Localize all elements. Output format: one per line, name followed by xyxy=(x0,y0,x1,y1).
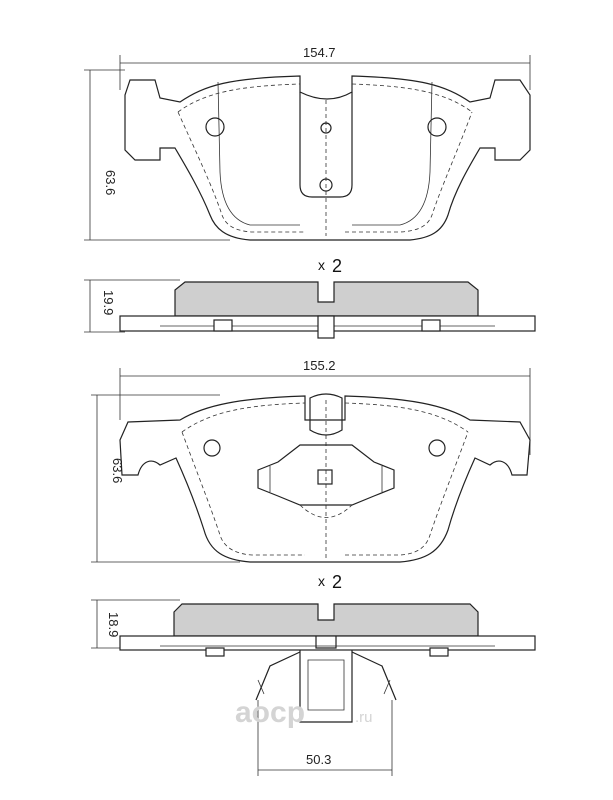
watermark-suffix: .ru xyxy=(355,709,373,726)
pad2-retaining-clip xyxy=(257,444,395,506)
pad2-thickness-label: 18.9 xyxy=(106,612,121,637)
pad1-center-slot xyxy=(299,92,353,198)
pad2-width-label: 155.2 xyxy=(303,358,336,373)
pad1-friction-outline xyxy=(177,83,473,233)
watermark-main: aocp xyxy=(235,696,305,729)
pad2-backing-plate xyxy=(119,395,531,563)
watermark: aocp .ru xyxy=(235,696,373,729)
pad1-left-mount-hole xyxy=(205,117,225,137)
pad1-qty-n: 2 xyxy=(332,256,342,276)
pad2-side-backing-plate xyxy=(119,635,536,651)
pad1-height-label: 63.6 xyxy=(103,170,118,195)
pad2-clip-width-label: 50.3 xyxy=(306,752,331,767)
pad2-left-mount-hole xyxy=(203,439,221,457)
pad1-width-label: 154.7 xyxy=(303,45,336,60)
pad2-quantity: x 2 xyxy=(318,572,342,592)
pad2-qty-x: x xyxy=(318,573,325,589)
pad1-friction-block xyxy=(174,281,479,317)
pad1-thickness-label: 19.9 xyxy=(101,290,116,315)
pad1-qty-x: x xyxy=(318,257,325,273)
pad2-right-mount-hole xyxy=(428,439,446,457)
pad2-friction-block xyxy=(173,603,479,637)
pad1-side-view: 19.9 xyxy=(84,279,536,339)
pad1-front-view: 154.7 63.6 xyxy=(84,45,531,241)
pad2-qty-n: 2 xyxy=(332,572,342,592)
pad2-friction-outline xyxy=(181,402,469,556)
pad1-center-hole-bottom xyxy=(319,178,333,192)
pad1-center-hole-top xyxy=(320,122,332,134)
pad2-center-square xyxy=(317,469,333,485)
pad2-side-view: 18.9 50.3 xyxy=(91,599,536,776)
pad2-height-label: 63.6 xyxy=(110,458,125,483)
pad1-backing-plate xyxy=(124,75,531,241)
pad2-front-view: 155.2 63.6 xyxy=(91,358,531,563)
pad1-quantity: x 2 xyxy=(318,256,342,276)
pad1-right-mount-hole xyxy=(427,117,447,137)
pad2-clip-side xyxy=(299,636,353,723)
